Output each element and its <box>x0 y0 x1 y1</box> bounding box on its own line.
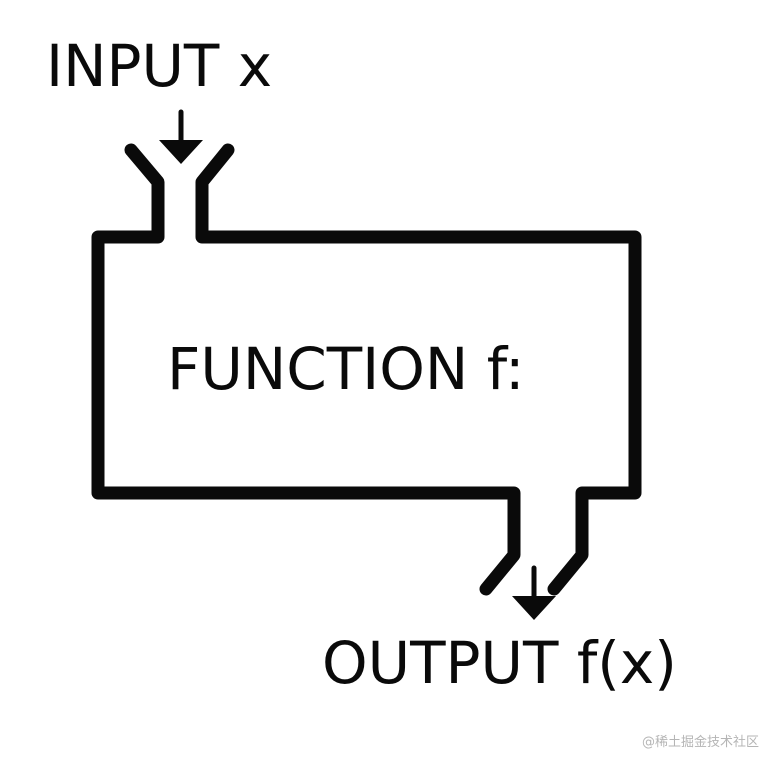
function-box-outline <box>91 143 642 596</box>
input-label: INPUT x <box>46 32 273 100</box>
output-arrow-head <box>512 596 556 620</box>
output-label: OUTPUT f(x) <box>322 629 677 697</box>
input-arrow-head <box>159 140 203 164</box>
watermark: @稀土掘金技术社区 <box>641 735 759 750</box>
function-label: FUNCTION f: <box>167 335 525 403</box>
